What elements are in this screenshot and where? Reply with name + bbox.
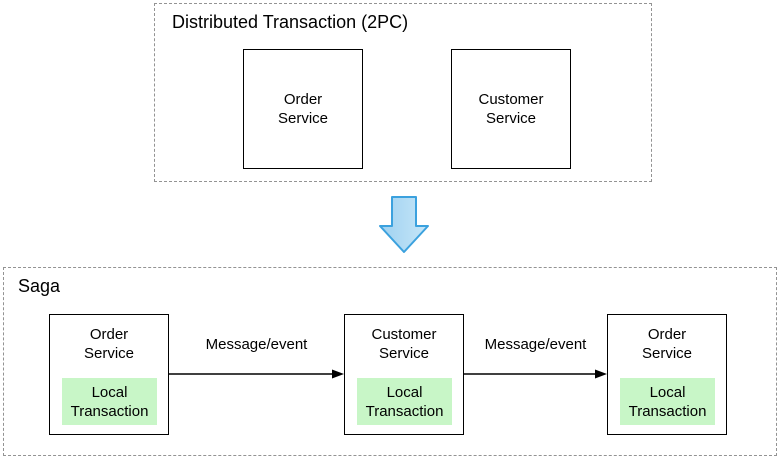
node-label: Order Service	[83, 326, 135, 362]
local-transaction-box-3: Local Transaction	[620, 378, 715, 425]
message-arrow-2	[464, 369, 607, 379]
message-edge-label-2: Message/event	[484, 336, 587, 353]
node-label: Customer Service	[371, 326, 437, 362]
group-saga: Saga Order Service Local Transaction Mes…	[3, 267, 777, 456]
group-distributed-transaction-2pc: Distributed Transaction (2PC) Order Serv…	[154, 3, 652, 182]
node-customer-service-2pc: Customer Service	[451, 49, 571, 169]
down-arrow-shape	[379, 196, 429, 253]
node-label: Customer Service	[478, 91, 544, 127]
message-edge-label-1: Message/event	[205, 336, 308, 353]
group-title-2pc: Distributed Transaction (2PC)	[172, 12, 409, 32]
node-label: Order Service	[641, 326, 693, 362]
node-label: Order Service	[277, 91, 329, 127]
node-order-service-2pc: Order Service	[243, 49, 363, 169]
arrow-head	[595, 369, 607, 379]
saga-node-order-service-2: Order Service Local Transaction	[607, 314, 727, 435]
message-arrow-1	[169, 369, 344, 379]
saga-node-order-service-1: Order Service Local Transaction	[49, 314, 169, 435]
local-transaction-box-2: Local Transaction	[357, 378, 452, 425]
local-transaction-box-1: Local Transaction	[62, 378, 157, 425]
saga-node-customer-service: Customer Service Local Transaction	[344, 314, 464, 435]
group-title-saga: Saga	[18, 276, 61, 296]
arrow-head	[332, 369, 344, 379]
down-arrow-icon	[379, 196, 429, 253]
